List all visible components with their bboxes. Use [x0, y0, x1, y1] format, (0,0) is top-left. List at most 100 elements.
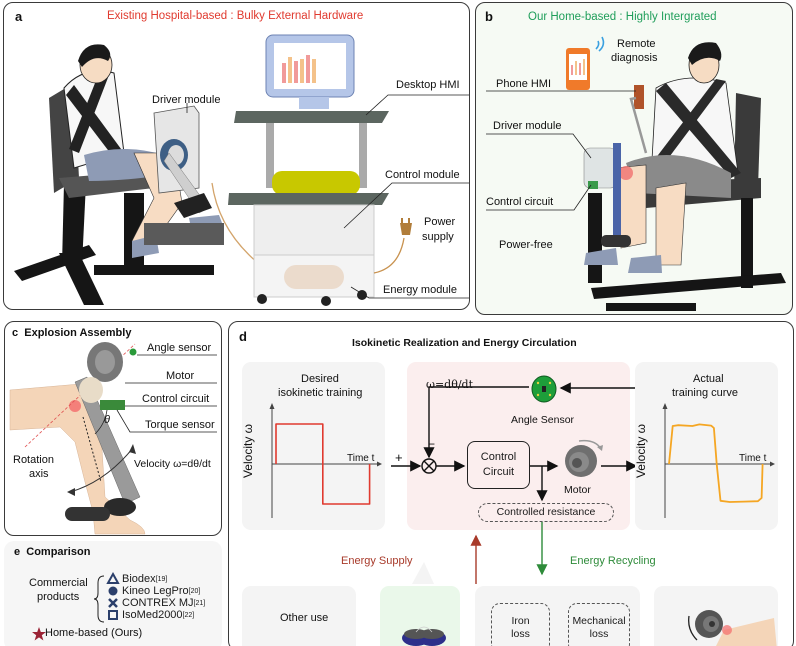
callout-control-circuit-b: Control circuit — [486, 196, 554, 208]
callout-rotation-1: Rotation — [13, 454, 54, 466]
panel-b-title: Our Home-based : Highly Intergrated — [528, 11, 717, 23]
panel-e-title: Comparison — [26, 546, 91, 558]
panel-b: b Our Home-based : Highly Intergrated — [475, 2, 793, 315]
iron-loss-2: loss — [511, 628, 530, 640]
panel-a-title: Existing Hospital-based : Bulky External… — [107, 10, 364, 22]
panel-e-header: e Comparison — [14, 546, 90, 558]
minus-sign: − — [428, 437, 436, 451]
legend-item-ref: [21] — [193, 599, 206, 607]
angle-sensor-d-icon — [531, 375, 557, 403]
motor-d-label: Motor — [564, 484, 591, 496]
callout-driver-module: Driver module — [152, 94, 221, 106]
y-axis-arrow — [269, 403, 275, 409]
legend-item-name: IsoMed2000 — [122, 609, 183, 621]
angle-sensor-icon — [129, 348, 137, 356]
panel-d-title: Isokinetic Realization and Energy Circul… — [352, 337, 577, 349]
loss-box — [475, 586, 640, 646]
circle-marker-icon — [108, 586, 118, 596]
theta-symbol: θ — [104, 414, 110, 426]
legend-ours: Home-based (Ours) — [45, 627, 143, 639]
series-line-desired — [275, 423, 371, 505]
mech-loss-1: Mechanical — [572, 615, 626, 627]
control-circuit-1: Control — [480, 451, 517, 463]
callout-driver-module-b: Driver module — [493, 120, 562, 132]
angle-sensor-d-label: Angle Sensor — [511, 414, 575, 426]
legend-item-name: Biodex — [122, 573, 156, 585]
callout-angle-sensor: Angle sensor — [147, 342, 212, 354]
control-loop-arrows — [391, 382, 638, 584]
energy-recycling-label: Energy Recycling — [570, 555, 656, 567]
motor-d-icon — [565, 439, 603, 477]
star-icon — [32, 627, 46, 641]
actual-xlabel: Time t — [739, 453, 767, 464]
legend-item-ref: [22] — [182, 611, 195, 619]
control-loop-box — [407, 362, 630, 530]
panel-e-label: e — [14, 546, 21, 558]
callout-phone-hmi: Phone HMI — [496, 78, 552, 90]
series-line-actual — [668, 423, 764, 503]
panel-d-label: d — [239, 329, 247, 344]
callout-motor: Motor — [166, 370, 195, 382]
legend-item: IsoMed2000[22] — [108, 609, 194, 621]
actual-title-1: Actual — [693, 373, 724, 385]
callout-control-circuit-c: Control circuit — [142, 393, 210, 405]
driver-module-b-icon — [583, 143, 631, 247]
callout-remote-1: Remote — [617, 38, 656, 50]
driver-module-icon — [144, 105, 224, 245]
controlled-resistance-box: Controlled resistance — [478, 503, 614, 522]
callout-velocity: Velocity ω=dθ/dt — [134, 458, 211, 470]
panel-c-label: c — [12, 327, 19, 339]
wifi-icon — [595, 36, 605, 52]
x-axis-arrow — [770, 461, 775, 467]
power-plug-icon — [400, 223, 412, 235]
chair-base-icon — [14, 183, 214, 305]
panel-a: a Existing Hospital-based : Bulky Extern… — [3, 2, 470, 310]
motor-leg-icon — [688, 610, 777, 646]
legend-item: Biodex[19] — [106, 571, 167, 585]
desired-box — [242, 362, 385, 530]
brace-icon — [93, 575, 105, 623]
actual-title-2: training curve — [672, 387, 739, 399]
desired-chart — [269, 403, 382, 518]
x-axis-arrow — [377, 461, 382, 467]
cross-marker-icon — [108, 598, 118, 608]
legend-item-name: CONTREX MJ — [122, 597, 194, 609]
legend-item-name: Kineo LegPro — [122, 585, 189, 597]
panel-a-label: a — [15, 9, 23, 24]
energy-supply-label: Energy Supply — [341, 555, 413, 567]
callout-desktop-hmi: Desktop HMI — [396, 79, 460, 91]
pain-spot-b-icon — [619, 166, 633, 180]
panel-c-title: Explosion Assembly — [24, 327, 132, 339]
callout-rotation-2: axis — [29, 468, 49, 480]
hospital-illustration — [14, 34, 469, 306]
phone-hmi-icon — [566, 48, 590, 90]
callout-power-supply-2: supply — [422, 231, 454, 243]
y-axis-arrow — [662, 403, 668, 409]
callout-torque-sensor: Torque sensor — [145, 419, 215, 431]
triangle-marker-icon — [106, 571, 120, 584]
panel-d: d Isokinetic Realization and Energy Circ… — [228, 321, 794, 646]
plus-sign: + — [395, 450, 403, 465]
control-circuit-2: Circuit — [482, 466, 515, 478]
callout-control-module: Control module — [385, 169, 460, 181]
mech-loss-2: loss — [589, 628, 609, 640]
hospital-cart-icon — [228, 34, 412, 306]
commercial-group-2: products — [37, 591, 80, 603]
callout-power-supply-1: Power — [424, 216, 456, 228]
actual-ylabel: Velocity ω — [634, 423, 649, 479]
actual-chart — [662, 403, 775, 518]
legend-item: CONTREX MJ[21] — [108, 597, 205, 609]
desired-title-2: isokinetic training — [278, 387, 363, 399]
other-use-box — [242, 586, 356, 646]
legend-item: Kineo LegPro[20] — [108, 585, 200, 597]
explosion-illustration — [9, 342, 217, 535]
panel-c-header: c Explosion Assembly — [12, 327, 131, 339]
panel-b-label: b — [485, 9, 493, 24]
commercial-group-1: Commercial — [29, 577, 88, 589]
iron-loss-1: Iron — [511, 615, 530, 627]
panel-e: e Comparison Commercial products Biodex[… — [4, 541, 222, 646]
other-use-label: Other use — [280, 612, 329, 624]
battery-icon — [402, 626, 446, 646]
